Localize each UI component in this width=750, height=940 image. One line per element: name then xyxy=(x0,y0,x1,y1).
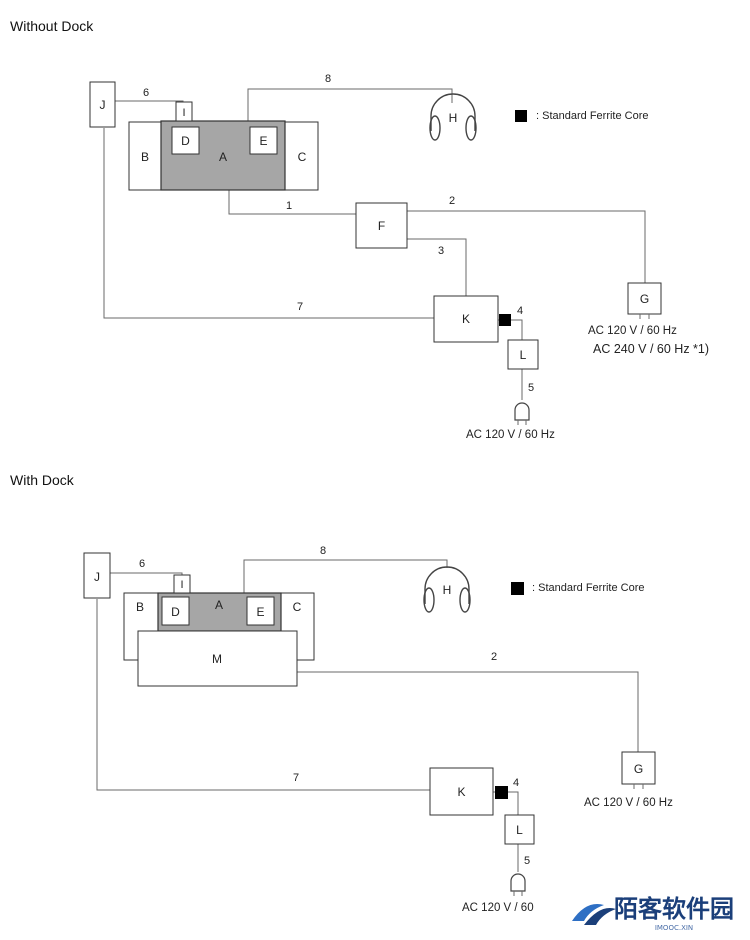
cable-3 xyxy=(407,238,467,296)
wires-with-dock xyxy=(96,559,639,872)
dock-component-d-box xyxy=(161,596,190,626)
cable-1 xyxy=(228,190,356,215)
dock-component-i-label: I xyxy=(180,579,183,591)
dock-plug-power-label: AC 120 V / 60 xyxy=(462,902,534,914)
watermark-logo: 陌客软件园 IMOOC.XIN xyxy=(572,895,734,932)
component-e-label: E xyxy=(259,134,267,148)
component-a-label: A xyxy=(219,150,227,164)
component-b-label: B xyxy=(141,150,149,164)
component-m-label: M xyxy=(212,652,222,666)
cable-4-label: 4 xyxy=(517,305,523,317)
component-k-label: K xyxy=(462,312,470,326)
cable-2-dock xyxy=(297,671,639,752)
cable-8-label: 8 xyxy=(325,73,331,85)
dock-component-i-box xyxy=(173,574,191,594)
component-h-label: H xyxy=(449,111,458,125)
cable-6 xyxy=(115,100,184,119)
dock-component-j-label: J xyxy=(94,570,100,584)
dock-legend-ferrite-icon xyxy=(511,582,524,595)
legend-ferrite-label: : Standard Ferrite Core xyxy=(536,110,649,122)
wires-without-dock xyxy=(103,88,646,400)
dock-cable-2-label: 2 xyxy=(491,651,497,663)
component-f-label: F xyxy=(378,219,385,233)
dock-component-g-label: G xyxy=(634,762,643,776)
component-l-box xyxy=(507,339,539,370)
cable-1-label: 1 xyxy=(286,200,292,212)
component-l-label: L xyxy=(520,348,527,362)
component-m-box xyxy=(137,630,298,687)
dock-component-h-label: H xyxy=(443,583,452,597)
ferrite-core-without-dock xyxy=(499,314,511,326)
g-power-label: AC 120 V / 60 Hz xyxy=(588,325,677,337)
dock-cable-8-label: 8 xyxy=(320,545,326,557)
cable-5-label: 5 xyxy=(528,382,534,394)
component-d-box xyxy=(171,126,200,155)
dock-component-l-box xyxy=(504,814,535,845)
dock-cable-7-label: 7 xyxy=(293,772,299,784)
dock-component-g-box xyxy=(621,751,656,785)
watermark-text: 陌客软件园 xyxy=(614,895,734,923)
component-i-label: I xyxy=(182,107,185,119)
cable-8 xyxy=(247,88,453,121)
power-plug-icon xyxy=(514,402,530,425)
component-c-box xyxy=(284,121,319,191)
cable-6-label: 6 xyxy=(143,87,149,99)
headphones-icon xyxy=(429,93,477,141)
watermark-subtext: IMOOC.XIN xyxy=(655,924,693,932)
dock-cable-4-label: 4 xyxy=(513,777,519,789)
dock-component-j-box xyxy=(83,552,111,599)
cable-7 xyxy=(103,128,434,319)
g-power-label-alt: AC 240 V / 60 Hz *1) xyxy=(593,342,709,356)
dock-legend-ferrite-label: : Standard Ferrite Core xyxy=(532,582,645,594)
dock-component-b-label: B xyxy=(136,600,144,614)
plug-power-label: AC 120 V / 60 Hz xyxy=(466,429,555,441)
cable-3-label: 3 xyxy=(438,245,444,257)
dock-component-k-box xyxy=(429,767,494,816)
component-d-label: D xyxy=(181,134,190,148)
dock-component-e-box xyxy=(246,596,275,626)
cable-7-dock xyxy=(96,599,430,791)
section-title-with-dock: With Dock xyxy=(10,472,75,488)
dock-component-a-label: A xyxy=(215,598,223,612)
dock-power-plug-icon xyxy=(510,873,526,896)
component-b-box xyxy=(128,121,162,191)
legend-ferrite-icon xyxy=(515,110,527,122)
component-j-label: J xyxy=(100,98,106,112)
dock-cable-5-label: 5 xyxy=(524,855,530,867)
dock-component-d-label: D xyxy=(171,605,180,619)
cable-2-label: 2 xyxy=(449,195,455,207)
dock-headphones-icon xyxy=(423,566,471,613)
section-title-without-dock: Without Dock xyxy=(10,18,94,34)
cable-6-dock xyxy=(110,572,183,575)
dock-component-c-label: C xyxy=(293,600,302,614)
cable-7-label: 7 xyxy=(297,301,303,313)
component-i-box xyxy=(175,101,193,122)
cable-8-dock xyxy=(243,559,448,593)
component-f-box xyxy=(355,202,408,249)
ferrite-core-with-dock xyxy=(495,786,508,799)
component-k-box xyxy=(433,295,499,343)
dock-component-l-label: L xyxy=(516,823,523,837)
dock-component-k-label: K xyxy=(457,785,465,799)
component-e-box xyxy=(249,126,278,155)
component-j-box xyxy=(89,81,116,128)
component-c-label: C xyxy=(298,150,307,164)
dock-cable-6-label: 6 xyxy=(139,558,145,570)
component-g-label: G xyxy=(640,292,649,306)
dock-component-e-label: E xyxy=(256,605,264,619)
cable-2 xyxy=(407,210,646,283)
component-g-box xyxy=(627,282,662,315)
dock-g-power-label: AC 120 V / 60 Hz xyxy=(584,797,673,809)
